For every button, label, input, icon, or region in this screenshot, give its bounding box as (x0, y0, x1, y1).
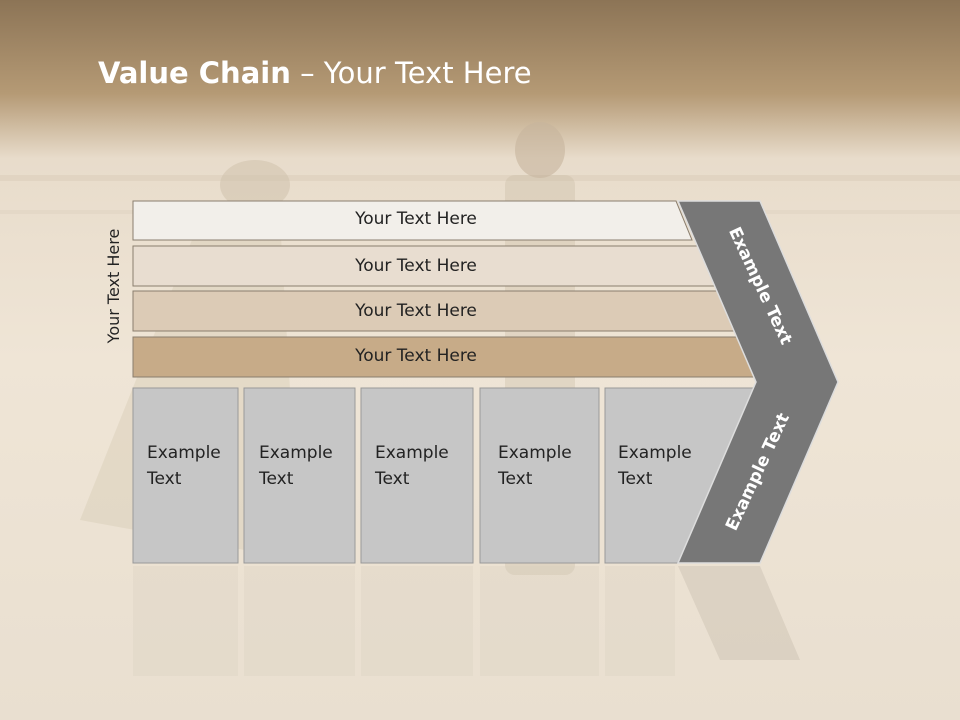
bar-1-label: Your Text Here (355, 209, 477, 229)
bar-3-label: Your Text Here (355, 301, 477, 321)
bar-4-label: Your Text Here (355, 346, 477, 366)
title-bold: Value Chain (98, 56, 291, 90)
column-1 (132, 387, 239, 564)
column-2 (243, 387, 356, 564)
slide-title: Value Chain – Your Text Here (98, 56, 532, 90)
column-4 (479, 387, 600, 564)
column-3 (360, 387, 474, 564)
chevron-arrow (676, 200, 839, 564)
bar-1 (132, 200, 693, 241)
bar-2-label: Your Text Here (355, 256, 477, 276)
title-rest: – Your Text Here (290, 56, 532, 90)
